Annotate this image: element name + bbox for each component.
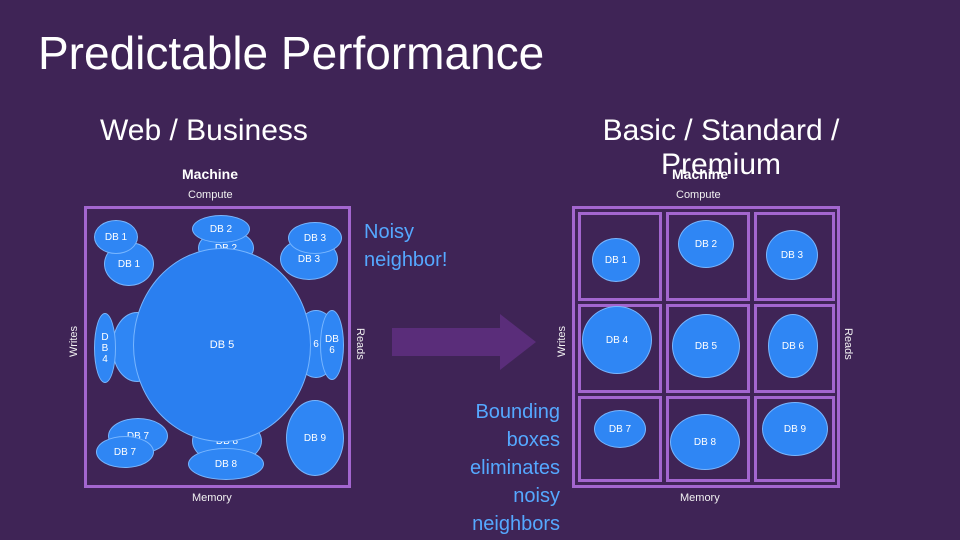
left-machine-frame [84,206,351,488]
right-writes-label: Writes [556,326,568,357]
slide-title: Predictable Performance [38,27,545,79]
left-db9-bubble: DB 9 [286,400,344,476]
grid-cell-7 [578,396,662,482]
left-db4-label-front: DB 4 [101,331,109,365]
right-db7-bubble: DB 7 [594,410,646,448]
left-db7-bubble-front: DB 7 [96,436,154,468]
grid-cell-5 [666,304,750,393]
right-reads-label: Reads [842,328,854,360]
bounding-boxes-callout: Bounding boxes eliminates noisy neighbor… [469,401,560,535]
right-db7-label: DB 7 [608,423,632,435]
right-db4-bubble: DB 4 [582,306,652,374]
right-db2-bubble: DB 2 [678,220,734,268]
right-db9-label: DB 9 [783,423,807,435]
grid-cell-2 [666,212,750,301]
left-compute-label: Compute [188,189,233,201]
right-db3-bubble: DB 3 [766,230,818,280]
left-db6-bubble-front: DB 6 [320,310,344,380]
right-db1-bubble: DB 1 [592,238,640,282]
right-db6-label: DB 6 [781,340,805,352]
left-db7-label: DB 7 [126,430,150,442]
right-db5-label: DB 5 [694,340,718,352]
left-db8-bubble-front: DB 8 [188,448,264,480]
grid-cell-4 [578,304,662,393]
left-db2-label-shadow: DB 2 [209,223,233,235]
right-db1-label: DB 1 [604,254,628,266]
grid-cell-8 [666,396,750,482]
left-db7-label-front: DB 7 [113,446,137,458]
right-db2-label: DB 2 [694,238,718,250]
left-db8-label-front: DB 8 [214,458,238,470]
left-db9-label: DB 9 [303,432,327,444]
left-heading: Web / Business [100,114,308,147]
right-machine-label: Machine [672,166,729,182]
left-db3-bubble-shadow: DB 3 [288,222,342,254]
right-db9-bubble: DB 9 [762,402,828,456]
left-db1-bubble-shadow: DB 1 [94,220,138,254]
left-db5-label: DB 5 [209,338,235,351]
left-writes-label: Writes [68,326,80,357]
right-db8-bubble: DB 8 [670,414,740,470]
left-db1-label-shadow: DB 1 [104,231,128,243]
grid-cell-9 [754,396,835,482]
left-db2-bubble-shadow: DB 2 [192,215,250,243]
left-memory-label: Memory [192,492,232,504]
right-machine-frame [572,206,840,488]
left-reads-label: Reads [354,328,366,360]
right-db8-label: DB 8 [693,436,717,448]
right-db5-bubble: DB 5 [672,314,740,378]
left-db3-label: DB 3 [297,253,321,265]
right-db6-bubble: DB 6 [768,314,818,378]
right-memory-label: Memory [680,492,720,504]
grid-cell-1 [578,212,662,301]
left-db5-bubble: DB 5 [133,248,311,442]
grid-cell-3 [754,212,835,301]
right-db3-label: DB 3 [780,249,804,261]
left-db6-label: 6 [313,338,319,350]
grid-cell-6 [754,304,835,393]
right-db4-label: DB 4 [605,334,629,346]
noisy-neighbor-callout: Noisy neighbor! [364,221,448,271]
right-heading: Basic / Standard / Premium [602,114,840,181]
transition-arrow-icon [392,314,536,370]
left-db1-label: DB 1 [117,258,141,270]
left-db6-label-front: DB 6 [325,334,339,356]
right-compute-label: Compute [676,189,721,201]
left-db4-bubble-front: DB 4 [94,313,116,383]
left-db3-label-shadow: DB 3 [303,232,327,244]
left-machine-label: Machine [182,166,239,182]
